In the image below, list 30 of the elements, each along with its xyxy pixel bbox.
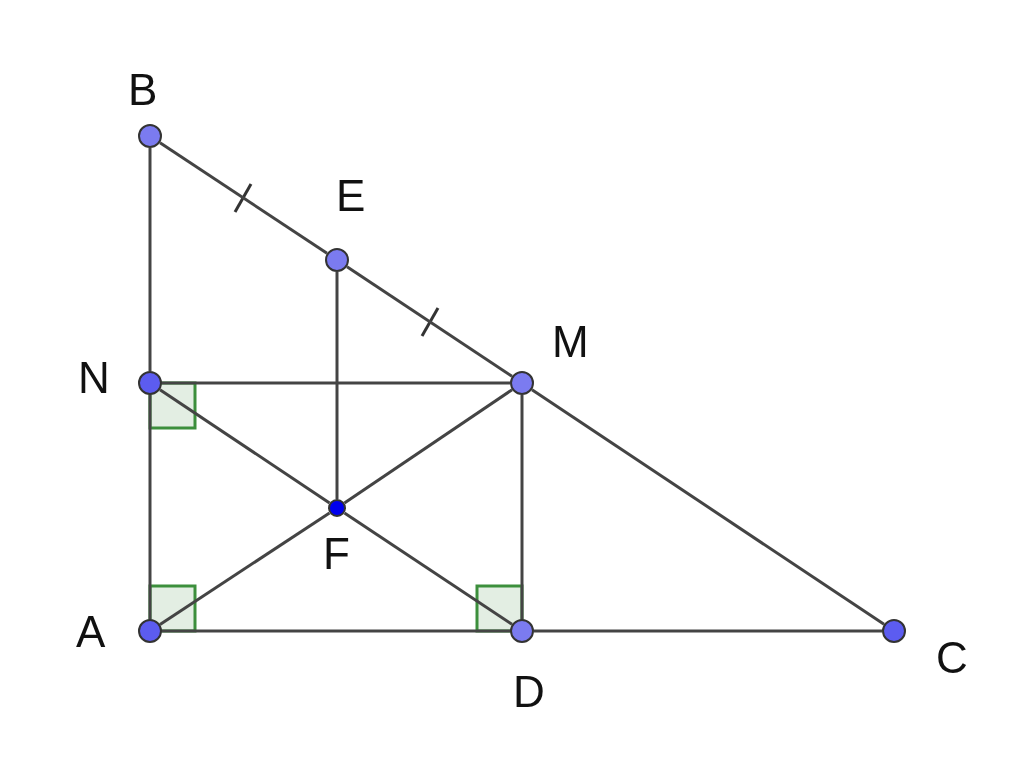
line-segment (159, 511, 331, 626)
line-segment (162, 629, 510, 633)
point-dot (510, 619, 534, 643)
point-dot (510, 371, 534, 395)
line-segment (343, 511, 513, 626)
point-dot (138, 371, 162, 395)
point-label: B (128, 68, 158, 112)
line-segment (148, 148, 152, 371)
point-dot (138, 619, 162, 643)
line-segment (520, 395, 524, 619)
point-dot (325, 248, 349, 272)
line-segment (343, 388, 513, 505)
line-segment (162, 381, 510, 385)
line-segment (148, 395, 152, 619)
line-segment (534, 629, 882, 633)
point-dot (882, 619, 906, 643)
point-label: F (323, 532, 350, 576)
point-label: M (552, 320, 589, 364)
line-segment (531, 388, 885, 626)
point-label: D (513, 670, 545, 714)
point-label: C (936, 636, 968, 680)
point-label: E (336, 174, 366, 218)
line-segment (346, 265, 513, 378)
point-label: N (78, 356, 110, 400)
line-segment (335, 272, 339, 499)
point-dot (138, 124, 162, 148)
line-segment (159, 141, 328, 255)
line-segment (159, 388, 331, 505)
point-dot (328, 499, 346, 517)
point-label: A (76, 610, 106, 654)
